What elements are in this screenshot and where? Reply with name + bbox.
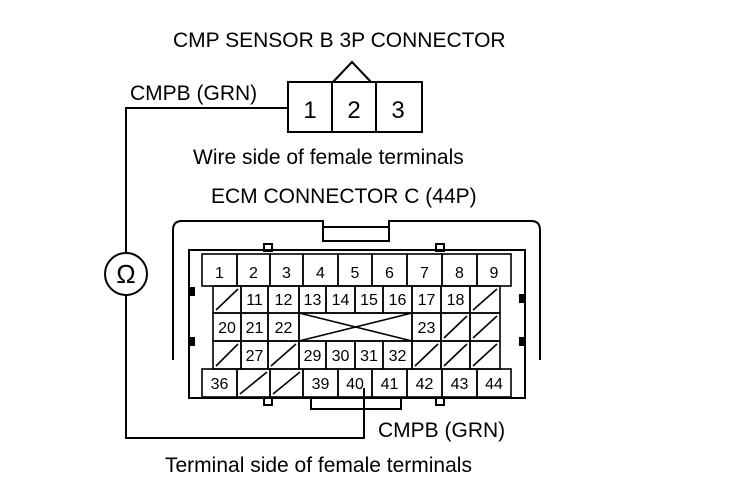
ecm-pin-13: 13 bbox=[304, 292, 322, 309]
ecm-unused-slash bbox=[239, 371, 268, 395]
ecm-pin-30: 30 bbox=[332, 348, 350, 365]
ecm-pin-5: 5 bbox=[351, 265, 360, 282]
ecm-pin-11: 11 bbox=[246, 292, 263, 309]
ecm-pin-14: 14 bbox=[332, 292, 350, 309]
ecm-pin-1: 1 bbox=[215, 265, 224, 282]
ecm-pin-36: 36 bbox=[211, 376, 229, 393]
ecm-pin-41: 41 bbox=[381, 376, 399, 393]
ecm-pin-17: 17 bbox=[418, 292, 436, 309]
ecm-pin-18: 18 bbox=[447, 292, 465, 309]
ecm-lock-left-top bbox=[190, 287, 195, 296]
ecm-side-locks bbox=[190, 287, 524, 346]
ecm-lock-left-bottom bbox=[190, 337, 195, 346]
ecm-top-tab-left bbox=[263, 243, 273, 252]
ecm-unused-slash bbox=[472, 343, 498, 367]
ecm-pin-42: 42 bbox=[416, 376, 434, 393]
ecm-inner-frame bbox=[188, 249, 526, 399]
ecm-lock-right-top bbox=[519, 294, 524, 303]
test-wiring bbox=[104, 107, 365, 439]
ecm-pin-23: 23 bbox=[418, 320, 436, 337]
cmpb-label-top: CMPB (GRN) bbox=[130, 82, 257, 105]
ohm-symbol: Ω bbox=[116, 259, 135, 289]
ecm-unused-slash bbox=[414, 343, 439, 367]
ecm-pin-27: 27 bbox=[246, 348, 264, 365]
ecm-bottom-tab-right bbox=[435, 397, 445, 406]
ecm-top-tab-right bbox=[435, 243, 445, 252]
ecm-pin-44: 44 bbox=[485, 376, 503, 393]
ecm-pin-7: 7 bbox=[420, 265, 429, 282]
wire-cmpb-top bbox=[125, 107, 288, 253]
cmp-pin-3: 3 bbox=[391, 97, 404, 124]
ecm-pin-21: 21 bbox=[246, 320, 264, 337]
ecm-unused-slash bbox=[472, 315, 498, 339]
ecm-pin-22: 22 bbox=[275, 320, 293, 337]
ecm-pin-39: 39 bbox=[312, 376, 330, 393]
ecm-pin-3: 3 bbox=[282, 265, 291, 282]
ecm-unused-slash bbox=[272, 371, 301, 395]
ecm-unused-slash bbox=[270, 343, 297, 367]
ecm-pin-20: 20 bbox=[218, 320, 236, 337]
cmpb-label-bottom: CMPB (GRN) bbox=[378, 419, 505, 442]
cmp-pin-2: 2 bbox=[347, 97, 360, 124]
ecm-pin-16: 16 bbox=[389, 292, 407, 309]
ecm-unused-slash bbox=[443, 315, 468, 339]
ecm-top-key bbox=[322, 221, 390, 228]
ohmmeter-icon bbox=[104, 252, 148, 296]
ecm-connector-housing bbox=[172, 220, 541, 410]
ecm-unused-slash bbox=[215, 343, 239, 367]
ecm-blank-cross bbox=[298, 312, 413, 342]
ecm-terminal-cell bbox=[476, 368, 512, 398]
ecm-outer-shell bbox=[172, 220, 541, 360]
ecm-pin-43: 43 bbox=[451, 376, 469, 393]
cmp-connector-latch bbox=[332, 60, 372, 83]
terminal-side-caption: Terminal side of female terminals bbox=[165, 454, 472, 477]
ecm-bottom-key bbox=[310, 398, 402, 410]
ecm-connector-title: ECM CONNECTOR C (44P) bbox=[211, 185, 477, 208]
ecm-pin-40: 40 bbox=[346, 376, 364, 393]
ecm-pin-8: 8 bbox=[455, 265, 464, 282]
ecm-pin-32: 32 bbox=[389, 348, 407, 365]
ecm-unused-slash bbox=[472, 288, 498, 311]
ecm-blank-block bbox=[298, 312, 413, 342]
ecm-lock-right-bottom bbox=[519, 337, 524, 346]
ecm-pin-29: 29 bbox=[304, 348, 322, 365]
ecm-pin-2: 2 bbox=[249, 265, 258, 282]
ecm-bottom-tab-left bbox=[263, 397, 273, 406]
cmp-pin-labels: 1 2 3 bbox=[303, 97, 404, 124]
cmp-pin-1: 1 bbox=[303, 97, 316, 124]
ecm-pin-9: 9 bbox=[490, 265, 499, 282]
ecm-unused-slash bbox=[215, 288, 239, 311]
ecm-unused-slash bbox=[443, 343, 468, 367]
ecm-pin-31: 31 bbox=[360, 348, 378, 365]
ecm-pin-15: 15 bbox=[360, 292, 378, 309]
ecm-pin-12: 12 bbox=[275, 292, 293, 309]
cmp-connector-title: CMP SENSOR B 3P CONNECTOR bbox=[173, 29, 506, 52]
wire-side-caption: Wire side of female terminals bbox=[193, 146, 464, 169]
wire-cmpb-bottom bbox=[125, 296, 365, 439]
ecm-pin-4: 4 bbox=[316, 265, 325, 282]
ecm-pin-6: 6 bbox=[385, 265, 394, 282]
